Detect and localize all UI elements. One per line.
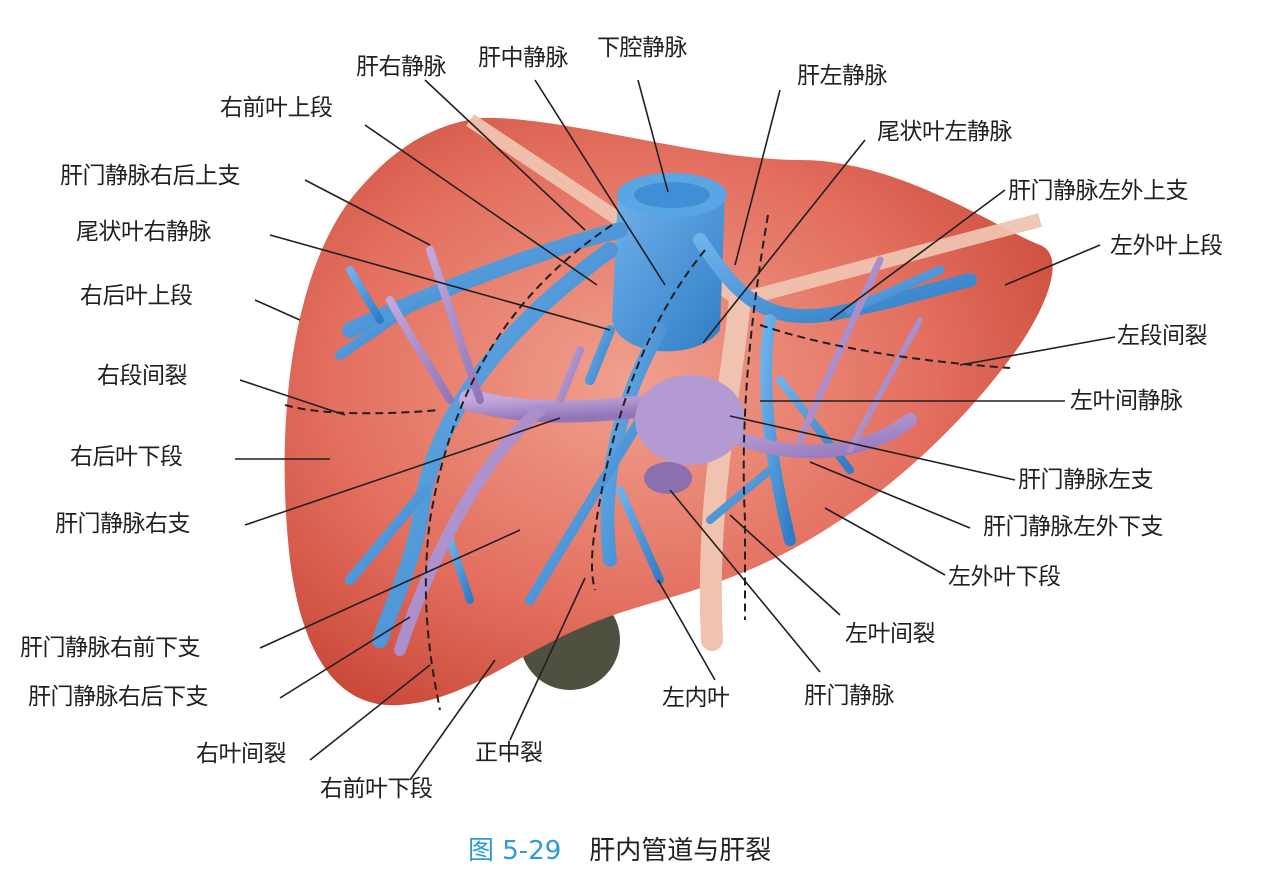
leader-lines [235,79,1116,781]
label-right-intersegmental-fissure: 右段间裂 [97,363,188,389]
label-left-interlobar-vein: 左叶间静脉 [1070,388,1183,414]
label-left-interlobar-fissure: 左叶间裂 [845,621,936,647]
label-inferior-vena-cava: 下腔静脉 [597,35,688,61]
portal-vein-opening [644,462,692,494]
label-portal-vein: 肝门静脉 [804,683,895,709]
label-portal-left-lateral-inferior-branch: 肝门静脉左外下支 [983,514,1164,540]
label-portal-left-lateral-superior-branch: 肝门静脉左外上支 [1008,178,1189,204]
label-left-lateral-inferior-segment: 左外叶下段 [948,564,1061,590]
label-left-lateral-superior-segment: 左外叶上段 [1110,233,1223,259]
label-median-fissure: 正中裂 [475,740,543,766]
figure-caption: 图 5-29 肝内管道与肝裂 [468,838,771,864]
label-middle-hepatic-vein: 肝中静脉 [478,45,569,71]
label-portal-right-posterior-inferior-branch: 肝门静脉右后下支 [28,684,209,710]
label-portal-right-posterior-superior-branch: 肝门静脉右后上支 [60,163,241,189]
label-right-posterior-inferior-segment: 右后叶下段 [70,444,183,470]
label-caudate-right-vein: 尾状叶右静脉 [76,219,212,245]
label-right-hepatic-vein: 肝右静脉 [356,54,447,80]
figure-title: 肝内管道与肝裂 [589,836,772,866]
figure-number: 图 5-29 [468,836,562,866]
label-right-anterior-superior-segment: 右前叶上段 [220,95,333,121]
label-left-medial-lobe: 左内叶 [662,685,730,711]
label-right-interlobar-fissure: 右叶间裂 [196,741,287,767]
label-portal-right-branch: 肝门静脉右支 [55,511,191,537]
label-left-intersegmental-fissure: 左段间裂 [1117,323,1208,349]
label-right-anterior-inferior-segment: 右前叶下段 [320,776,433,802]
label-right-posterior-superior-segment: 右后叶上段 [80,283,193,309]
label-portal-right-anterior-inferior-branch: 肝门静脉右前下支 [20,635,201,661]
label-portal-left-branch: 肝门静脉左支 [1018,467,1154,493]
portal-vein-trunk [635,375,745,465]
label-caudate-left-vein: 尾状叶左静脉 [877,119,1013,145]
fissure-lines [284,214,1011,711]
label-left-hepatic-vein: 肝左静脉 [797,63,888,89]
